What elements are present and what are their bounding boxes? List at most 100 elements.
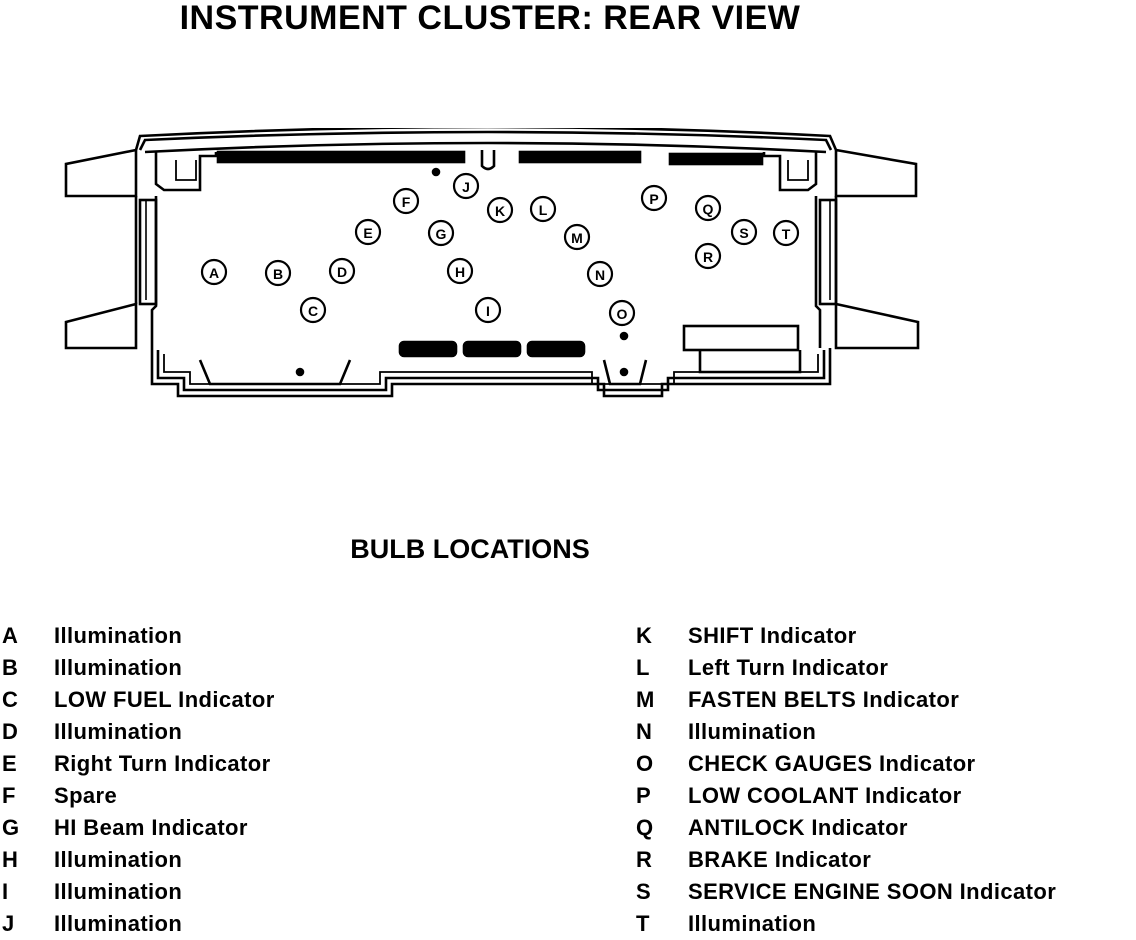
legend-description: LOW FUEL Indicator xyxy=(54,687,275,712)
legend-description: Illumination xyxy=(54,655,183,680)
legend-description: Spare xyxy=(54,783,118,808)
legend-description: ANTILOCK Indicator xyxy=(688,815,908,840)
legend-letter: J xyxy=(2,911,15,936)
legend-item: G HI Beam Indicator xyxy=(2,812,275,844)
legend-letter: H xyxy=(2,847,18,872)
bulb-marker-s: S xyxy=(730,218,758,246)
bulb-marker-circle xyxy=(452,172,480,200)
legend-description: BRAKE Indicator xyxy=(688,847,872,872)
bulb-marker-label: G xyxy=(436,226,447,242)
legend-description: CHECK GAUGES Indicator xyxy=(688,751,976,776)
bulb-marker-label: O xyxy=(617,306,628,322)
bulb-marker-i: I xyxy=(474,296,502,324)
bulb-marker-circle xyxy=(427,219,455,247)
legend-title: BULB LOCATIONS xyxy=(350,534,590,564)
bulb-marker-label: M xyxy=(571,230,583,246)
legend-item: E Right Turn Indicator xyxy=(2,748,275,780)
bulb-marker-label: F xyxy=(402,194,411,210)
bulb-marker-l: L xyxy=(529,195,557,223)
legend-description: Illumination xyxy=(54,847,183,872)
bulb-marker-label: H xyxy=(455,264,465,280)
legend-letter: B xyxy=(2,655,18,680)
bulb-marker-label: B xyxy=(273,266,283,282)
legend-letter: I xyxy=(2,879,9,904)
bulb-marker-label: Q xyxy=(703,201,714,217)
bulb-marker-o: O xyxy=(608,299,636,327)
bulb-marker-circle xyxy=(328,257,356,285)
legend-letter: A xyxy=(2,623,18,648)
legend-letter: N xyxy=(636,719,652,744)
bulb-marker-circle xyxy=(446,257,474,285)
legend-letter: M xyxy=(636,687,655,712)
legend-item: F Spare xyxy=(2,780,275,812)
legend-letter: F xyxy=(2,783,16,808)
bulb-marker-j: J xyxy=(452,172,480,200)
bulb-marker-circle xyxy=(392,187,420,215)
bulb-marker-circle xyxy=(586,260,614,288)
legend-description: HI Beam Indicator xyxy=(54,815,248,840)
bulb-marker-label: L xyxy=(539,202,548,218)
bulb-marker-circle xyxy=(529,195,557,223)
bulb-marker-k: K xyxy=(486,196,514,224)
legend-description: Left Turn Indicator xyxy=(688,655,889,680)
legend-item: P LOW COOLANT Indicator xyxy=(636,780,1056,812)
legend-item: B Illumination xyxy=(2,652,275,684)
legend-description: Illumination xyxy=(54,623,183,648)
legend-item: D Illumination xyxy=(2,716,275,748)
legend-description: FASTEN BELTS Indicator xyxy=(688,687,960,712)
bulb-marker-circle xyxy=(563,223,591,251)
legend-description: Illumination xyxy=(688,911,817,936)
legend-item: H Illumination xyxy=(2,844,275,876)
legend-item: I Illumination xyxy=(2,876,275,908)
legend-description: Illumination xyxy=(54,719,183,744)
bulb-marker-circle xyxy=(299,296,327,324)
bulb-marker-label: D xyxy=(337,264,347,280)
legend-description: Illumination xyxy=(54,879,183,904)
bulb-marker-d: D xyxy=(328,257,356,285)
bulb-marker-h: H xyxy=(446,257,474,285)
bulb-marker-r: R xyxy=(694,242,722,270)
legend-description: Right Turn Indicator xyxy=(54,751,271,776)
legend-description: Illumination xyxy=(688,719,817,744)
bulb-marker-label: N xyxy=(595,267,605,283)
bulb-marker-circle xyxy=(608,299,636,327)
bulb-marker-circle xyxy=(200,258,228,286)
bulb-marker-m: M xyxy=(563,223,591,251)
legend-letter: P xyxy=(636,783,651,808)
cluster-housing xyxy=(64,128,920,398)
bulb-marker-p: P xyxy=(640,184,668,212)
legend-letter: T xyxy=(636,911,650,936)
legend-letter: D xyxy=(2,719,18,744)
legend-item: N Illumination xyxy=(636,716,1056,748)
legend-item: A Illumination xyxy=(2,620,275,652)
bulb-marker-label: S xyxy=(739,225,748,241)
legend-letter: G xyxy=(2,815,20,840)
legend-letter: O xyxy=(636,751,654,776)
legend-description: SHIFT Indicator xyxy=(688,623,857,648)
legend-item: M FASTEN BELTS Indicator xyxy=(636,684,1056,716)
bulb-marker-g: G xyxy=(427,219,455,247)
legend-letter: E xyxy=(2,751,17,776)
bulb-marker-circle xyxy=(474,296,502,324)
legend-description: LOW COOLANT Indicator xyxy=(688,783,962,808)
legend-item: T Illumination xyxy=(636,908,1056,940)
bulb-marker-e: E xyxy=(354,218,382,246)
bulb-marker-circle xyxy=(354,218,382,246)
bulb-marker-circle xyxy=(640,184,668,212)
legend-letter: K xyxy=(636,623,652,648)
bulb-marker-t: T xyxy=(772,219,800,247)
bulb-marker-circle xyxy=(694,242,722,270)
bulb-marker-circle xyxy=(486,196,514,224)
bulb-marker-circle xyxy=(730,218,758,246)
bulb-marker-n: N xyxy=(586,260,614,288)
bulb-marker-label: I xyxy=(486,303,490,319)
